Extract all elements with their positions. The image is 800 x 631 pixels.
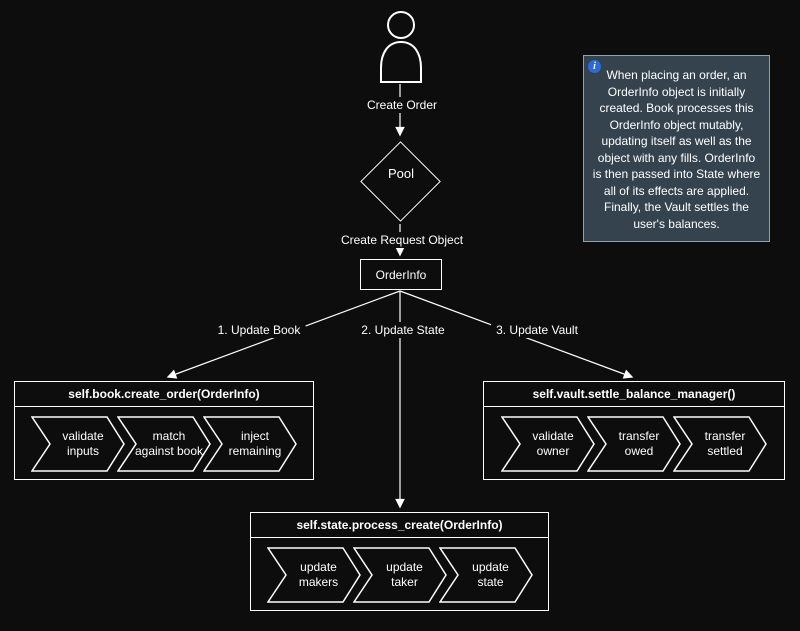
step-label: state bbox=[477, 575, 504, 589]
step-label: remaining bbox=[228, 444, 282, 458]
chevron-step-inject-remaining: inject remaining bbox=[203, 416, 297, 472]
step-label: owner bbox=[536, 444, 570, 458]
pool-diamond bbox=[360, 141, 441, 222]
edge-label-update-book: 1. Update Book bbox=[212, 322, 306, 338]
state-box: self.state.process_create(OrderInfo) upd… bbox=[250, 512, 549, 611]
orderinfo-label: OrderInfo bbox=[375, 267, 427, 282]
vault-box: self.vault.settle_balance_manager() vali… bbox=[483, 381, 785, 480]
edge-label-update-state: 2. Update State bbox=[356, 322, 450, 338]
note-text: When placing an order, an OrderInfo obje… bbox=[592, 68, 761, 231]
step-label: owed bbox=[624, 444, 654, 458]
chevron-step-validate-owner: validate owner bbox=[501, 416, 595, 472]
chevron-step-transfer-settled: transfer settled bbox=[673, 416, 767, 472]
vault-box-title: self.vault.settle_balance_manager() bbox=[484, 382, 784, 407]
chevron-step-validate-inputs: validate inputs bbox=[31, 416, 125, 472]
pool-label: Pool bbox=[387, 166, 415, 181]
step-label: validate bbox=[62, 429, 104, 443]
info-icon: i bbox=[588, 60, 601, 73]
chevron-step-update-taker: update taker bbox=[352, 547, 447, 603]
edge-label-create-order: Create Order bbox=[361, 97, 443, 113]
chevron-step-transfer-owed: transfer owed bbox=[587, 416, 681, 472]
edge-label-create-request-object: Create Request Object bbox=[335, 232, 469, 248]
vault-steps: validate owner transfer owed transfer se… bbox=[484, 407, 784, 472]
step-label: update bbox=[472, 560, 509, 574]
chevron-step-update-makers: update makers bbox=[266, 547, 361, 603]
state-steps: update makers update taker update state bbox=[251, 538, 548, 603]
book-steps: validate inputs match against book injec… bbox=[15, 407, 313, 472]
step-label: against book bbox=[134, 444, 204, 458]
step-label: transfer bbox=[704, 429, 746, 443]
orderinfo-node: OrderInfo bbox=[360, 259, 442, 290]
step-label: update bbox=[300, 560, 337, 574]
step-label: transfer bbox=[618, 429, 660, 443]
state-box-title: self.state.process_create(OrderInfo) bbox=[251, 513, 548, 538]
book-box-title: self.book.create_order(OrderInfo) bbox=[15, 382, 313, 407]
chevron-step-match-against-book: match against book bbox=[117, 416, 211, 472]
step-label: taker bbox=[391, 575, 418, 589]
step-label: makers bbox=[298, 575, 339, 589]
annotation-note: i When placing an order, an OrderInfo ob… bbox=[583, 55, 770, 242]
step-label: inputs bbox=[66, 444, 100, 458]
step-label: match bbox=[152, 429, 186, 443]
step-label: update bbox=[386, 560, 423, 574]
step-label: validate bbox=[532, 429, 574, 443]
chevron-step-update-state: update state bbox=[438, 547, 533, 603]
book-box: self.book.create_order(OrderInfo) valida… bbox=[14, 381, 314, 480]
step-label: settled bbox=[707, 444, 743, 458]
step-label: inject bbox=[240, 429, 269, 443]
edge-label-update-vault: 3. Update Vault bbox=[491, 322, 583, 338]
person-icon bbox=[378, 10, 424, 89]
